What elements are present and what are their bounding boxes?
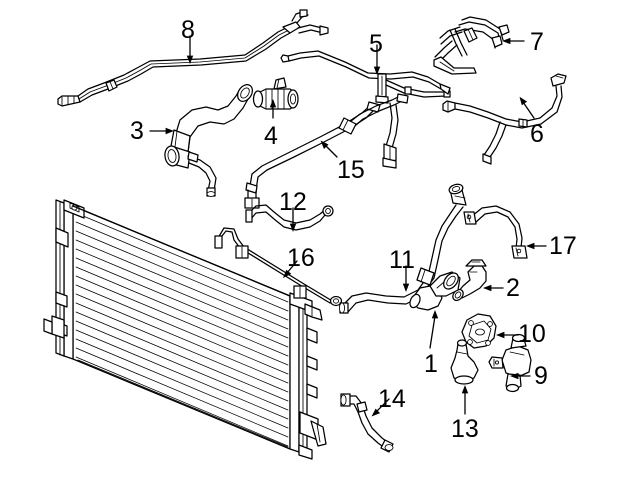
callout-label-7: 7 — [530, 28, 544, 56]
callout-label-12: 12 — [279, 188, 307, 216]
callout-label-10: 10 — [518, 320, 546, 348]
part-4-ribbed-hose-coupling — [252, 77, 299, 110]
callout-label-5: 5 — [369, 30, 383, 58]
part-1-elbow-connector-flange — [409, 271, 461, 311]
callout-label-14: 14 — [378, 385, 406, 413]
part-6-coolant-hose-right-branch — [442, 73, 567, 165]
part-12-short-bypass-hose — [245, 204, 334, 231]
part-10-flange-gasket-plate — [461, 313, 497, 349]
callout-label-3: 3 — [130, 117, 144, 145]
callout-label-17: 17 — [549, 232, 577, 260]
callout-label-13: 13 — [451, 415, 479, 443]
callout-leaders — [149, 35, 547, 417]
callout-label-1: 1 — [424, 350, 438, 378]
part-8-coolant-transfer-pipe-long — [57, 9, 329, 107]
callout-label-11: 11 — [389, 246, 415, 274]
callout-label-16: 16 — [287, 244, 315, 272]
part-radiator-core-assembly — [43, 199, 327, 460]
part-3-upper-radiator-hose — [164, 84, 253, 197]
part-13-elbow-stub-fitting — [450, 339, 479, 385]
callout-label-4: 4 — [264, 122, 278, 150]
part-2-elbow-pipe-bracket — [452, 259, 487, 302]
callout-label-15: 15 — [337, 156, 365, 184]
part-16-cooler-tube — [214, 227, 343, 307]
part-15-coolant-twin-line — [244, 93, 409, 209]
callout-label-6: 6 — [530, 120, 544, 148]
part-17-coolant-jumper-hose — [463, 205, 528, 259]
part-14-small-vent-hose — [340, 393, 394, 453]
part-7-dual-tube-bracket-assembly — [433, 16, 510, 75]
callout-label-9: 9 — [534, 362, 548, 390]
part-5-coolant-pipe-upper-long — [280, 50, 451, 104]
callout-label-2: 2 — [506, 274, 520, 302]
callout-label-8: 8 — [181, 16, 195, 44]
